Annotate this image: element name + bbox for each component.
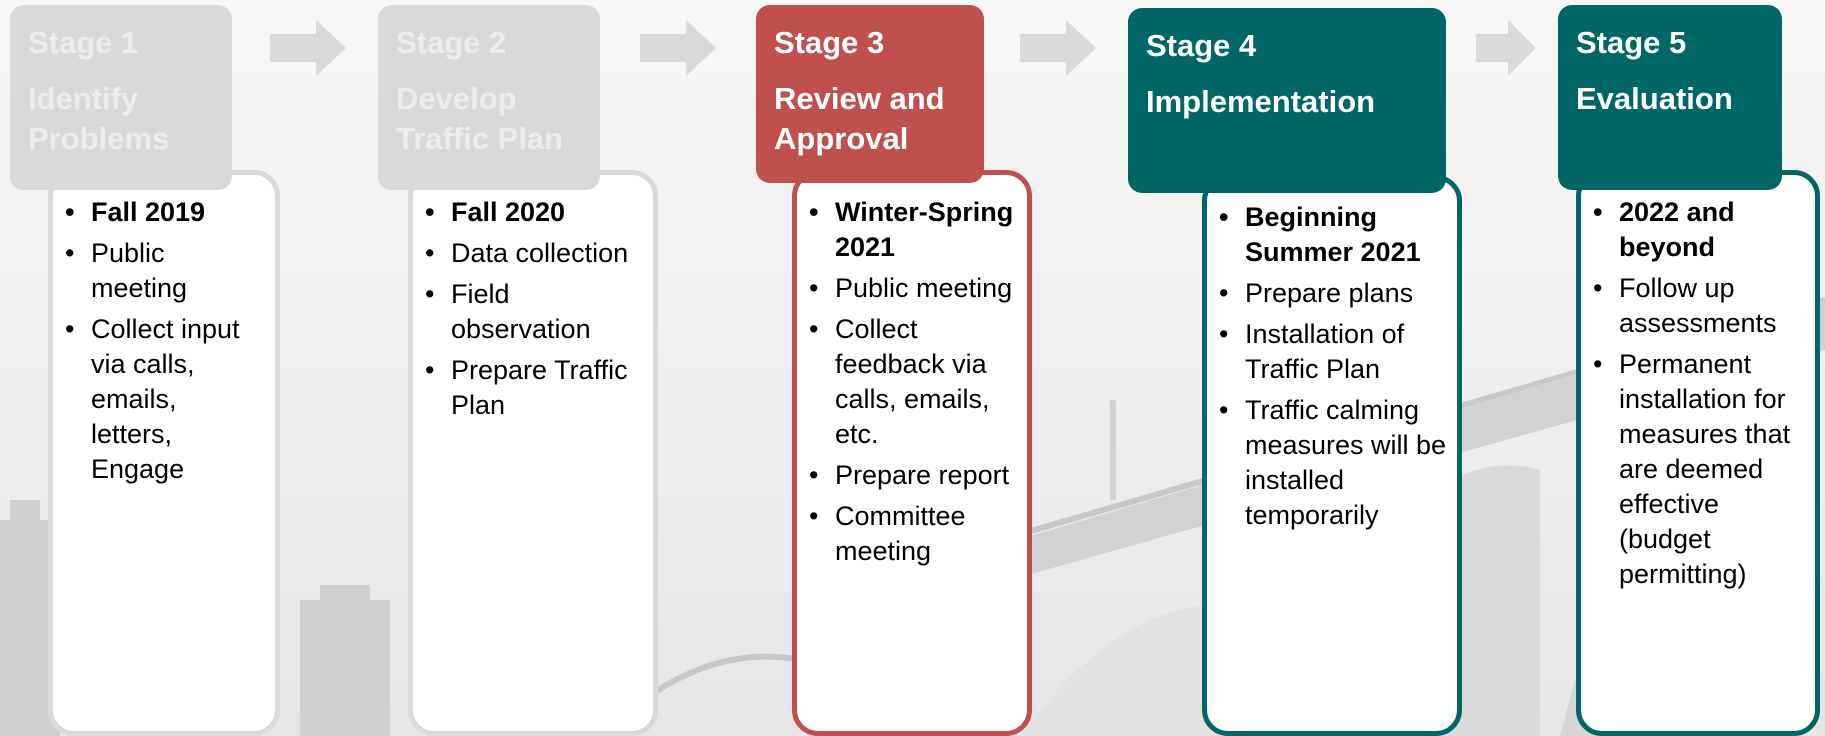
list-item: Public meeting: [797, 271, 1017, 306]
arrow-right-icon: [1020, 20, 1096, 76]
list-item: Prepare plans: [1207, 276, 1447, 311]
stage-number: Stage 1: [28, 25, 139, 60]
list-item: Fall 2019: [53, 195, 265, 230]
stage-2-header: Stage 2 Develop Traffic Plan: [378, 5, 600, 190]
list-item: Fall 2020: [413, 195, 643, 230]
list-item: Winter-Spring 2021: [797, 195, 1017, 265]
stage-5-header: Stage 5 Evaluation: [1558, 5, 1782, 190]
stage-2-list: Fall 2020 Data collection Field observat…: [413, 195, 643, 423]
stage-4-details-box: Beginning Summer 2021 Prepare plans Inst…: [1202, 175, 1462, 736]
stage-name: Develop Traffic Plan: [396, 81, 564, 156]
stage-name: Review and Approval: [774, 81, 945, 156]
stage-2-details-box: Fall 2020 Data collection Field observat…: [408, 170, 658, 736]
list-item: Follow up assessments: [1581, 271, 1805, 341]
stage-1-list: Fall 2019 Public meeting Collect input v…: [53, 195, 265, 487]
stage-3-list: Winter-Spring 2021 Public meeting Collec…: [797, 195, 1017, 569]
stage-name: Identify Problems: [28, 81, 170, 156]
list-item: Field observation: [413, 277, 643, 347]
stage-4-list: Beginning Summer 2021 Prepare plans Inst…: [1207, 200, 1447, 533]
stage-5-details-box: 2022 and beyond Follow up assessments Pe…: [1576, 170, 1820, 736]
list-item: Traffic calming measures will be install…: [1207, 393, 1447, 533]
arrow-right-icon: [1476, 20, 1536, 76]
list-item: Committee meeting: [797, 499, 1017, 569]
list-item: Collect feedback via calls, emails, etc.: [797, 312, 1017, 452]
list-item: 2022 and beyond: [1581, 195, 1805, 265]
stage-4-header: Stage 4 Implementation: [1128, 8, 1446, 193]
list-item: Permanent installation for measures that…: [1581, 347, 1805, 592]
stage-3-details-box: Winter-Spring 2021 Public meeting Collec…: [792, 170, 1032, 736]
arrow-right-icon: [270, 20, 346, 76]
list-item: Prepare Traffic Plan: [413, 353, 643, 423]
stage-3-header: Stage 3 Review and Approval: [756, 5, 984, 183]
stage-number: Stage 3: [774, 25, 885, 60]
list-item: Prepare report: [797, 458, 1017, 493]
stage-5-list: 2022 and beyond Follow up assessments Pe…: [1581, 195, 1805, 592]
list-item: Beginning Summer 2021: [1207, 200, 1447, 270]
list-item: Installation of Traffic Plan: [1207, 317, 1447, 387]
list-item: Public meeting: [53, 236, 265, 306]
stage-number: Stage 5: [1576, 25, 1687, 60]
stage-1-header: Stage 1 Identify Problems: [10, 5, 232, 190]
stage-name: Implementation: [1146, 84, 1376, 119]
stage-number: Stage 4: [1146, 28, 1257, 63]
stage-name: Evaluation: [1576, 81, 1733, 116]
arrow-right-icon: [640, 20, 716, 76]
list-item: Collect input via calls, emails, letters…: [53, 312, 265, 487]
stage-number: Stage 2: [396, 25, 507, 60]
list-item: Data collection: [413, 236, 643, 271]
stage-1-details-box: Fall 2019 Public meeting Collect input v…: [48, 170, 280, 736]
